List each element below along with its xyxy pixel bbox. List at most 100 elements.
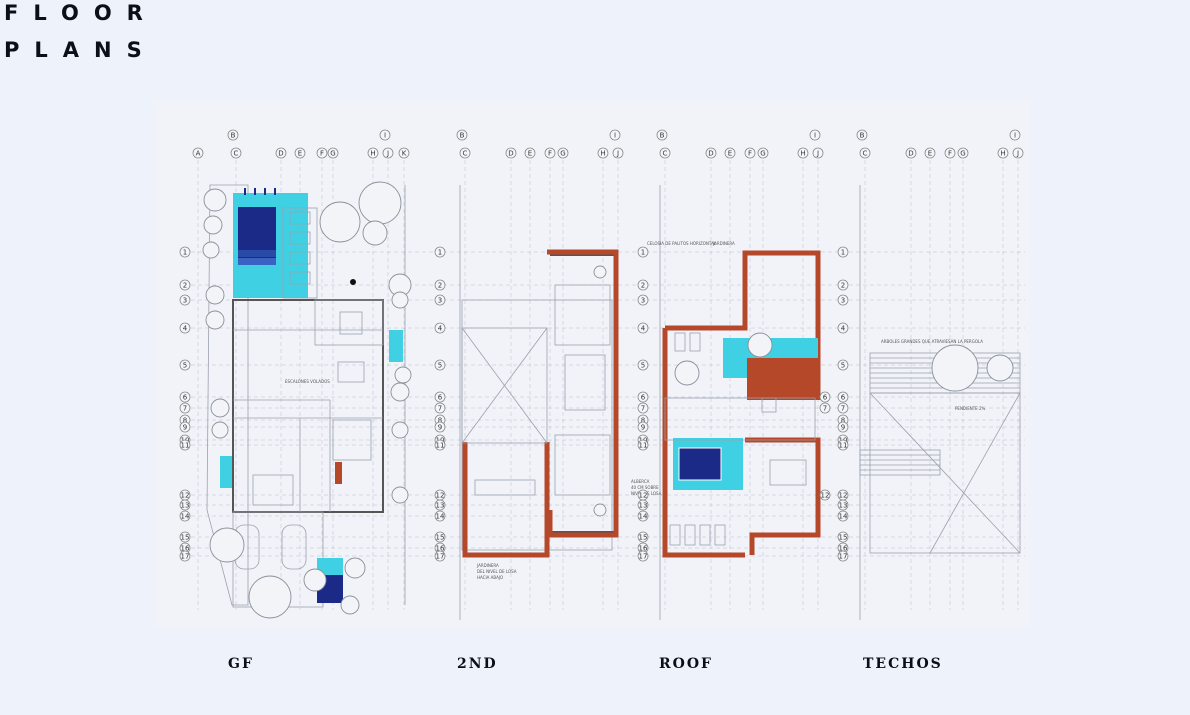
grid-row-4: 4 <box>434 322 446 334</box>
svg-text:13: 13 <box>639 502 648 510</box>
svg-text:G: G <box>760 150 765 158</box>
svg-text:12: 12 <box>436 492 445 500</box>
grid-bubble-top-B: B <box>227 129 239 141</box>
svg-text:6: 6 <box>183 394 188 402</box>
svg-text:7: 7 <box>438 405 442 413</box>
grid-row-1: 1 <box>434 246 446 258</box>
svg-text:D: D <box>908 150 913 158</box>
svg-text:17: 17 <box>436 553 445 561</box>
grid-bubble-G: G <box>757 147 769 159</box>
svg-text:K: K <box>402 150 407 158</box>
svg-text:J: J <box>616 150 619 158</box>
svg-text:J: J <box>386 150 389 158</box>
note-jardinera-2: DEL NIVEL DE LOSA <box>477 569 517 574</box>
svg-text:2: 2 <box>183 282 187 290</box>
grid-bubble-top-B: B <box>456 129 468 141</box>
svg-text:14: 14 <box>639 513 648 521</box>
grid-bubble-C: C <box>659 147 671 159</box>
note-alberca-1: ALBERCA <box>631 479 650 484</box>
svg-text:F: F <box>320 150 324 158</box>
svg-text:D: D <box>508 150 513 158</box>
grid-bubble-C: C <box>859 147 871 159</box>
grid-row-11: 11 <box>837 439 849 451</box>
svg-text:2: 2 <box>438 282 442 290</box>
svg-text:C: C <box>663 150 668 158</box>
grid-bubble-top-B: B <box>656 129 668 141</box>
grid-bubble-H: H <box>597 147 609 159</box>
svg-text:2: 2 <box>841 282 845 290</box>
svg-text:H: H <box>600 150 605 158</box>
svg-text:11: 11 <box>436 442 445 450</box>
grid-row-9: 9 <box>837 421 849 433</box>
grid-row-7: 7 <box>434 402 446 414</box>
svg-text:4: 4 <box>438 325 443 333</box>
grid-row-5: 5 <box>837 359 849 371</box>
svg-text:15: 15 <box>639 534 648 542</box>
plan-techos: ARBOLES GRANDES QUE ATRAVIESAN LA PERGOL… <box>859 185 1021 620</box>
grid-bubble-G: G <box>327 147 339 159</box>
svg-text:H: H <box>800 150 805 158</box>
grid-row-2: 2 <box>637 279 649 291</box>
grid-bubble-E: E <box>724 147 736 159</box>
svg-text:17: 17 <box>639 553 648 561</box>
svg-text:E: E <box>728 150 732 158</box>
grid-row-5: 5 <box>179 359 191 371</box>
grid-bubble-G: G <box>957 147 969 159</box>
grid-row-6: 6 <box>837 391 849 403</box>
grid-row-17: 17 <box>637 550 649 562</box>
caption-roof: ROOF <box>659 656 713 672</box>
svg-text:1: 1 <box>841 249 845 257</box>
svg-text:1: 1 <box>183 249 187 257</box>
grid-row-3: 3 <box>434 294 446 306</box>
svg-text:9: 9 <box>183 424 187 432</box>
svg-text:8: 8 <box>438 417 442 425</box>
grid-bubble-A: A <box>192 147 204 159</box>
svg-text:13: 13 <box>436 502 445 510</box>
svg-text:5: 5 <box>183 362 187 370</box>
grid-row-4: 4 <box>179 322 191 334</box>
svg-text:11: 11 <box>181 442 190 450</box>
svg-text:B: B <box>860 132 865 140</box>
grid-bubble-E: E <box>924 147 936 159</box>
svg-text:14: 14 <box>436 513 445 521</box>
grid-row-6: 6 <box>434 391 446 403</box>
grid-row-7: 7 <box>637 402 649 414</box>
floor-plans-drawing: ESCALONES VOLADOS JARDINERA DEL NIVEL D <box>179 129 1025 620</box>
grid-bubble-J: J <box>382 147 394 159</box>
svg-text:3: 3 <box>183 297 187 305</box>
svg-text:13: 13 <box>839 502 848 510</box>
svg-text:14: 14 <box>181 513 190 521</box>
grid-row-4: 4 <box>837 322 849 334</box>
grid-row-1: 1 <box>637 246 649 258</box>
grid-bubble-H: H <box>367 147 379 159</box>
svg-text:3: 3 <box>438 297 442 305</box>
grid-row-12: 12 <box>819 489 831 501</box>
grid-bubble-C: C <box>459 147 471 159</box>
grid-bubble-D: D <box>705 147 717 159</box>
note-jardinera-3: HACIA ABAJO <box>477 575 503 580</box>
grid-row-3: 3 <box>179 294 191 306</box>
svg-text:9: 9 <box>641 424 645 432</box>
caption-gf: GF <box>228 656 254 672</box>
svg-text:16: 16 <box>639 545 648 553</box>
grid-row-13: 13 <box>837 499 849 511</box>
grid-bubble-G: G <box>557 147 569 159</box>
svg-text:13: 13 <box>181 502 190 510</box>
grid-row-13: 13 <box>637 499 649 511</box>
svg-text:15: 15 <box>181 534 190 542</box>
grid-row-11: 11 <box>179 439 191 451</box>
svg-text:A: A <box>196 150 201 158</box>
grid-bubble-H: H <box>797 147 809 159</box>
svg-text:12: 12 <box>181 492 190 500</box>
grid-bubble-J: J <box>612 147 624 159</box>
note-alberca-2: 40 CM SOBRE <box>631 485 659 490</box>
svg-text:1: 1 <box>438 249 442 257</box>
grid-bubble-D: D <box>905 147 917 159</box>
svg-text:11: 11 <box>839 442 848 450</box>
svg-text:E: E <box>298 150 302 158</box>
grid-row-16: 16 <box>434 542 446 554</box>
svg-text:17: 17 <box>839 553 848 561</box>
svg-text:H: H <box>370 150 375 158</box>
grid-row-1: 1 <box>837 246 849 258</box>
svg-text:H: H <box>1000 150 1005 158</box>
